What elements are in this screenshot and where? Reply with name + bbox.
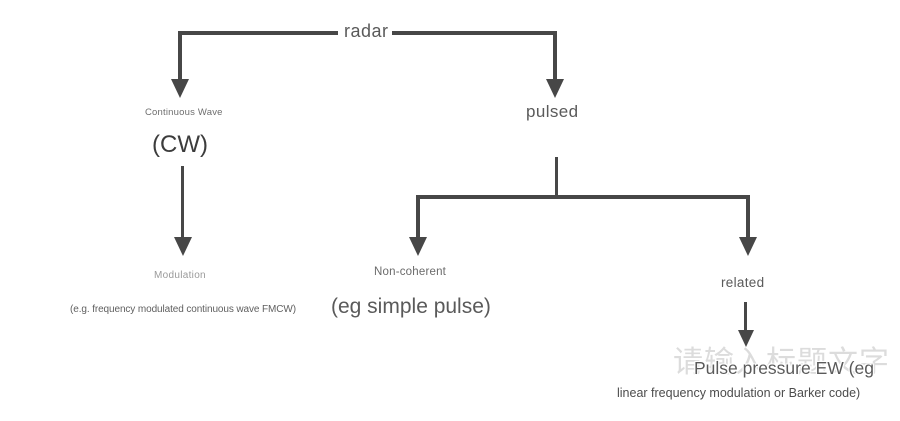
node-cw-sublabel: Continuous Wave <box>145 107 223 118</box>
connector-cw-vertical <box>178 31 182 80</box>
node-noncoherent-label: Non-coherent <box>374 266 447 278</box>
connector-modulation-vertical <box>181 166 184 238</box>
node-cw-label: (CW) <box>152 131 208 158</box>
arrow-down-pulsepressure-icon <box>738 330 754 347</box>
connector-related-vertical <box>746 195 750 238</box>
arrow-down-related-icon <box>739 237 757 256</box>
connector-radar-left <box>178 31 338 35</box>
connector-pulsed-stub <box>555 157 558 197</box>
arrow-down-modulation-icon <box>174 237 192 256</box>
connector-pulsed-branch-bar <box>416 195 750 199</box>
watermark-text: 请输入标题文字 <box>673 346 890 379</box>
node-modulation-note: (e.g. frequency modulated continuous wav… <box>70 304 296 315</box>
connector-noncoherent-vertical <box>416 195 420 238</box>
connector-pulsed-vertical <box>553 31 557 80</box>
connector-radar-right <box>392 31 557 35</box>
arrow-down-cw-icon <box>171 79 189 98</box>
node-pulsepressure-note: linear frequency modulation or Barker co… <box>617 386 861 400</box>
node-noncoherent-note: (eg simple pulse) <box>331 295 491 318</box>
node-radar-label: radar <box>344 21 389 41</box>
node-pulsed-label: pulsed <box>526 102 579 121</box>
node-pulsepressure-label: Pulse pressure EW (eg <box>694 358 874 378</box>
node-modulation-label: Modulation <box>154 270 206 281</box>
node-related-label: related <box>721 275 765 290</box>
arrow-down-noncoherent-icon <box>409 237 427 256</box>
connector-pulsepressure-vertical <box>744 302 747 331</box>
arrow-down-pulsed-icon <box>546 79 564 98</box>
